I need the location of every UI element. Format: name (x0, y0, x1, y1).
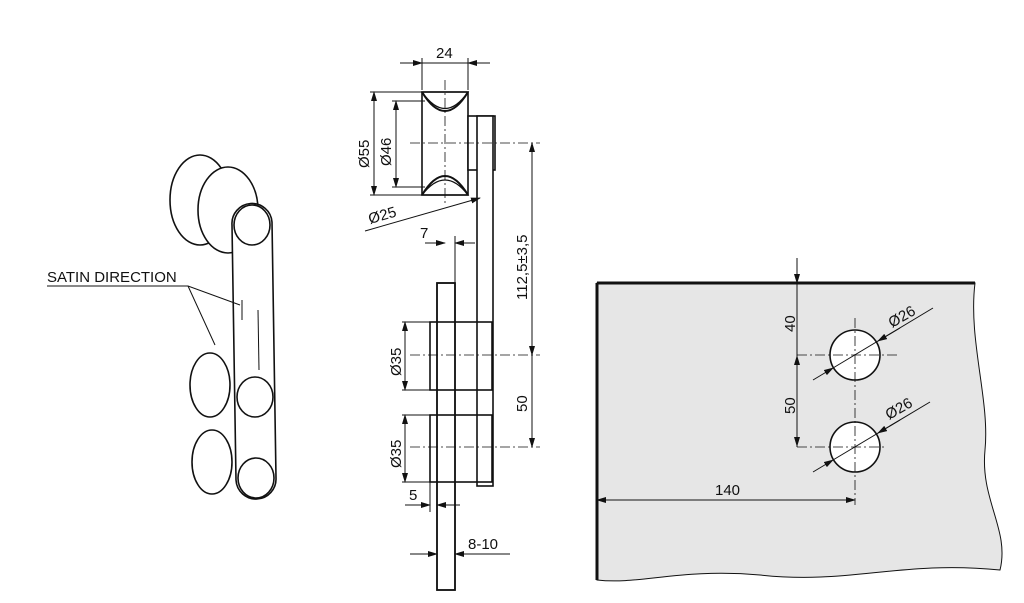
bolt-head-bottom (237, 457, 275, 499)
dim-hole-spacing: 50 (782, 397, 799, 414)
lower-wheel-1 (189, 352, 231, 418)
side-section-view: 24 Ø55 Ø46 Ø25 7 112,5±3,5 50 Ø35 Ø35 5 … (356, 45, 540, 591)
dim-groove-diameter: Ø46 (378, 138, 395, 166)
dim-lower-wheel-2: Ø35 (388, 440, 405, 468)
bolt-head-middle (236, 376, 274, 418)
bracket-bar (476, 115, 494, 487)
isometric-roller-view: SATIN DIRECTION (47, 154, 277, 500)
satin-hatch (257, 309, 260, 371)
glass-panel-view: 40 50 140 Ø26 Ø26 (595, 258, 1003, 582)
dim-wheel-spacing: 50 (514, 395, 531, 412)
bolt-head-top (233, 204, 271, 246)
dim-height: 112,5±3,5 (514, 234, 531, 300)
glass-panel-section (436, 282, 456, 591)
dim-edge-offset: 140 (715, 482, 740, 499)
bracket-plate (231, 202, 277, 500)
satin-leader (47, 285, 241, 306)
lower-wheel-1-section (429, 321, 493, 391)
dim-outer-diameter: Ø55 (356, 140, 373, 168)
dim-lower-wheel-1: Ø35 (388, 348, 405, 376)
glass-panel (596, 282, 1003, 582)
dim-offset: 7 (420, 225, 428, 242)
lower-wheel-2 (191, 429, 233, 495)
dim-glass-thickness: 8-10 (468, 536, 498, 553)
dim-gap: 5 (409, 487, 417, 504)
dim-groove-radius: Ø25 (366, 204, 398, 228)
dim-width: 24 (436, 45, 453, 62)
satin-direction-label: SATIN DIRECTION (47, 269, 177, 286)
dim-top-offset: 40 (782, 315, 799, 332)
lower-wheel-2-section (429, 414, 493, 483)
